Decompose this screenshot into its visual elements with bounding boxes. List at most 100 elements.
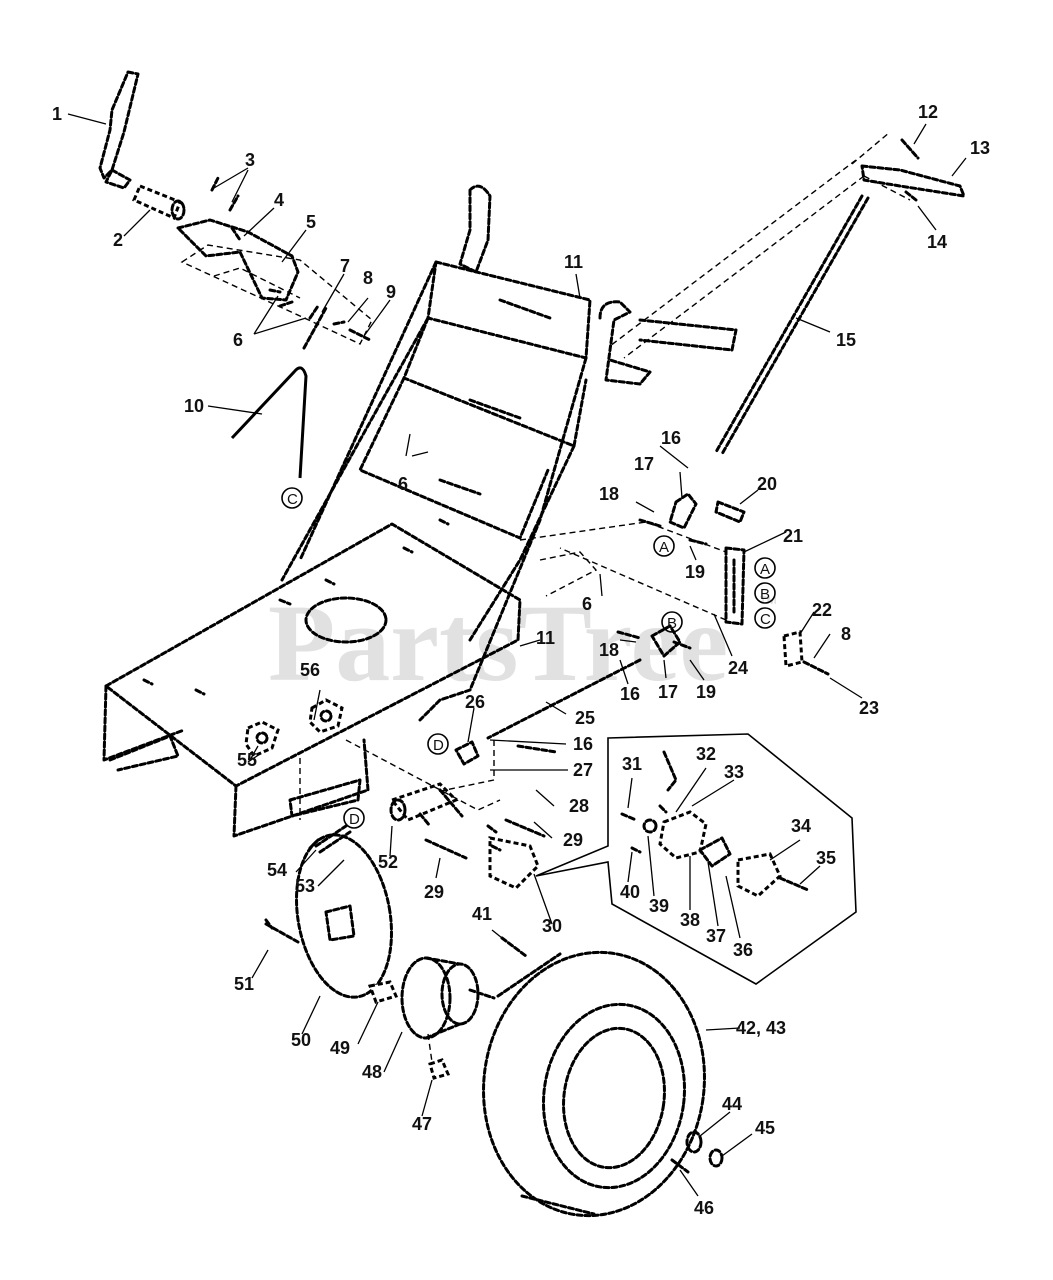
- shaft-52: [389, 782, 464, 828]
- nut-47: [427, 1033, 451, 1080]
- callout-54: 54: [267, 860, 287, 880]
- callout-11-upper: 11: [564, 252, 583, 272]
- callout-31: 31: [622, 754, 642, 774]
- svg-text:D: D: [433, 737, 444, 754]
- callout-40: 40: [620, 882, 640, 902]
- svg-text:A: A: [760, 561, 770, 578]
- svg-text:D: D: [349, 811, 360, 828]
- callout-1: 1: [52, 104, 62, 124]
- ref-marker-d-upper: D: [427, 733, 449, 755]
- callout-52: 52: [378, 852, 398, 872]
- callout-22: 22: [812, 600, 832, 620]
- svg-text:C: C: [287, 491, 298, 508]
- rod-15: [714, 194, 870, 456]
- cable-loop: [230, 366, 308, 479]
- knob-56: [308, 698, 344, 734]
- callout-20: 20: [757, 474, 777, 494]
- svg-text:B: B: [760, 586, 770, 603]
- callout-6-right: 6: [582, 594, 592, 614]
- clevis-17a: [638, 492, 708, 546]
- disc-50: [295, 833, 393, 999]
- ref-marker-d-lower: D: [343, 807, 365, 829]
- ring-45: [708, 1148, 724, 1168]
- callout-16-upper: 16: [661, 428, 681, 448]
- callout-17-lower: 17: [658, 682, 678, 702]
- callout-48: 48: [362, 1062, 382, 1082]
- callout-8-right: 8: [841, 624, 851, 644]
- clevis-26: [454, 740, 480, 766]
- callout-16-lower: 16: [573, 734, 593, 754]
- callout-15: 15: [836, 330, 856, 350]
- callout-44: 44: [722, 1094, 742, 1114]
- bolt-51: [264, 918, 300, 944]
- deck-plate: [102, 518, 522, 838]
- bushing-49: [367, 980, 399, 1004]
- hub-48: [400, 956, 496, 1040]
- tire-42-43: [482, 950, 706, 1218]
- callout-19-upper: 19: [685, 562, 705, 582]
- callout-47: 47: [412, 1114, 432, 1134]
- ref-marker-b-left: B: [661, 611, 683, 633]
- ref-marker-b-right: B: [754, 582, 776, 604]
- dash-box-lower: [299, 739, 501, 820]
- callout-55: 55: [237, 750, 257, 770]
- washer-44: [685, 1130, 703, 1154]
- detail-inset: [535, 733, 857, 985]
- callout-12: 12: [918, 102, 938, 122]
- rod-25: [486, 658, 642, 740]
- dash-leader-lower: [539, 551, 598, 597]
- handle-grip: [132, 184, 186, 221]
- plate-22: [782, 630, 830, 676]
- callout-42-43: 42, 43: [736, 1018, 786, 1038]
- callout-18-lower: 18: [599, 640, 619, 660]
- pin-41: [500, 936, 528, 958]
- callout-38: 38: [680, 910, 700, 930]
- lever-13: [851, 131, 966, 202]
- lever-handle: [98, 70, 140, 190]
- callout-29-right: 29: [563, 830, 583, 850]
- handle-frame: [280, 184, 738, 722]
- spring-54: [308, 824, 352, 854]
- callout-30: 30: [542, 916, 562, 936]
- link-bracket-21: [724, 546, 746, 626]
- callout-50: 50: [291, 1030, 311, 1050]
- callout-27: 27: [573, 760, 593, 780]
- callout-13: 13: [970, 138, 990, 158]
- callout-14: 14: [927, 232, 947, 252]
- callout-32: 32: [696, 744, 716, 764]
- callout-21: 21: [783, 526, 803, 546]
- callout-6-middle: 6: [398, 474, 408, 494]
- callout-19-lower: 19: [696, 682, 716, 702]
- callout-18-upper: 18: [599, 484, 619, 504]
- callout-25: 25: [575, 708, 595, 728]
- callout-8-upper: 8: [363, 268, 373, 288]
- clevis-17b: [616, 624, 692, 658]
- callout-24: 24: [728, 658, 748, 678]
- bolt-20: [714, 500, 746, 524]
- svg-text:A: A: [659, 539, 669, 556]
- callout-26: 26: [465, 692, 485, 712]
- callout-29-lower: 29: [424, 882, 444, 902]
- ref-marker-c-upper: C: [281, 487, 303, 509]
- callout-49: 49: [330, 1038, 350, 1058]
- screw-46: [670, 1158, 690, 1174]
- callout-41: 41: [472, 904, 492, 924]
- callout-2: 2: [113, 230, 123, 250]
- callout-17-upper: 17: [634, 454, 654, 474]
- callout-33: 33: [724, 762, 744, 782]
- callout-28: 28: [569, 796, 589, 816]
- callout-45: 45: [755, 1118, 775, 1138]
- spring-and-hardware: [268, 288, 372, 350]
- bolt-28-29: [424, 744, 558, 860]
- callout-37: 37: [706, 926, 726, 946]
- callout-7: 7: [340, 256, 350, 276]
- bracket-30: [486, 824, 540, 890]
- svg-text:B: B: [667, 615, 677, 632]
- callout-3: 3: [245, 150, 255, 170]
- callout-16-middle: 16: [620, 684, 640, 704]
- callout-35: 35: [816, 848, 836, 868]
- svg-text:C: C: [760, 611, 771, 628]
- callout-labels: 1 2 3 4 5 6 6 6 7 8 8 9 10 11 11 12 13 1…: [52, 102, 990, 1218]
- callout-46: 46: [694, 1198, 714, 1218]
